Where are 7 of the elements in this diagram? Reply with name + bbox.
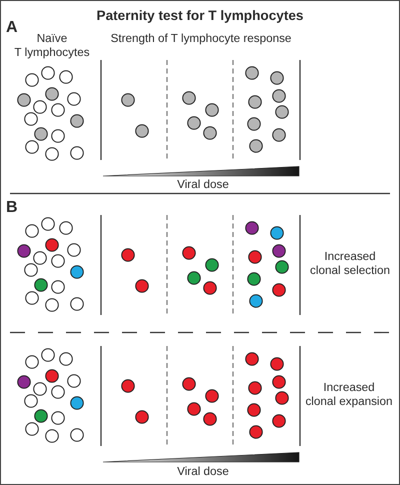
figure-title: Paternity test for T lymphocytes: [96, 7, 304, 24]
column-heading: Strength of T lymphocyte response: [110, 32, 292, 46]
dose-label: Viral dose: [177, 178, 229, 192]
row-annotation: Increased clonal selection: [310, 250, 390, 278]
panel-letter: B: [6, 199, 18, 217]
row-annotation: Increased clonal expansion: [305, 381, 393, 409]
dose-label: Viral dose: [177, 465, 229, 479]
